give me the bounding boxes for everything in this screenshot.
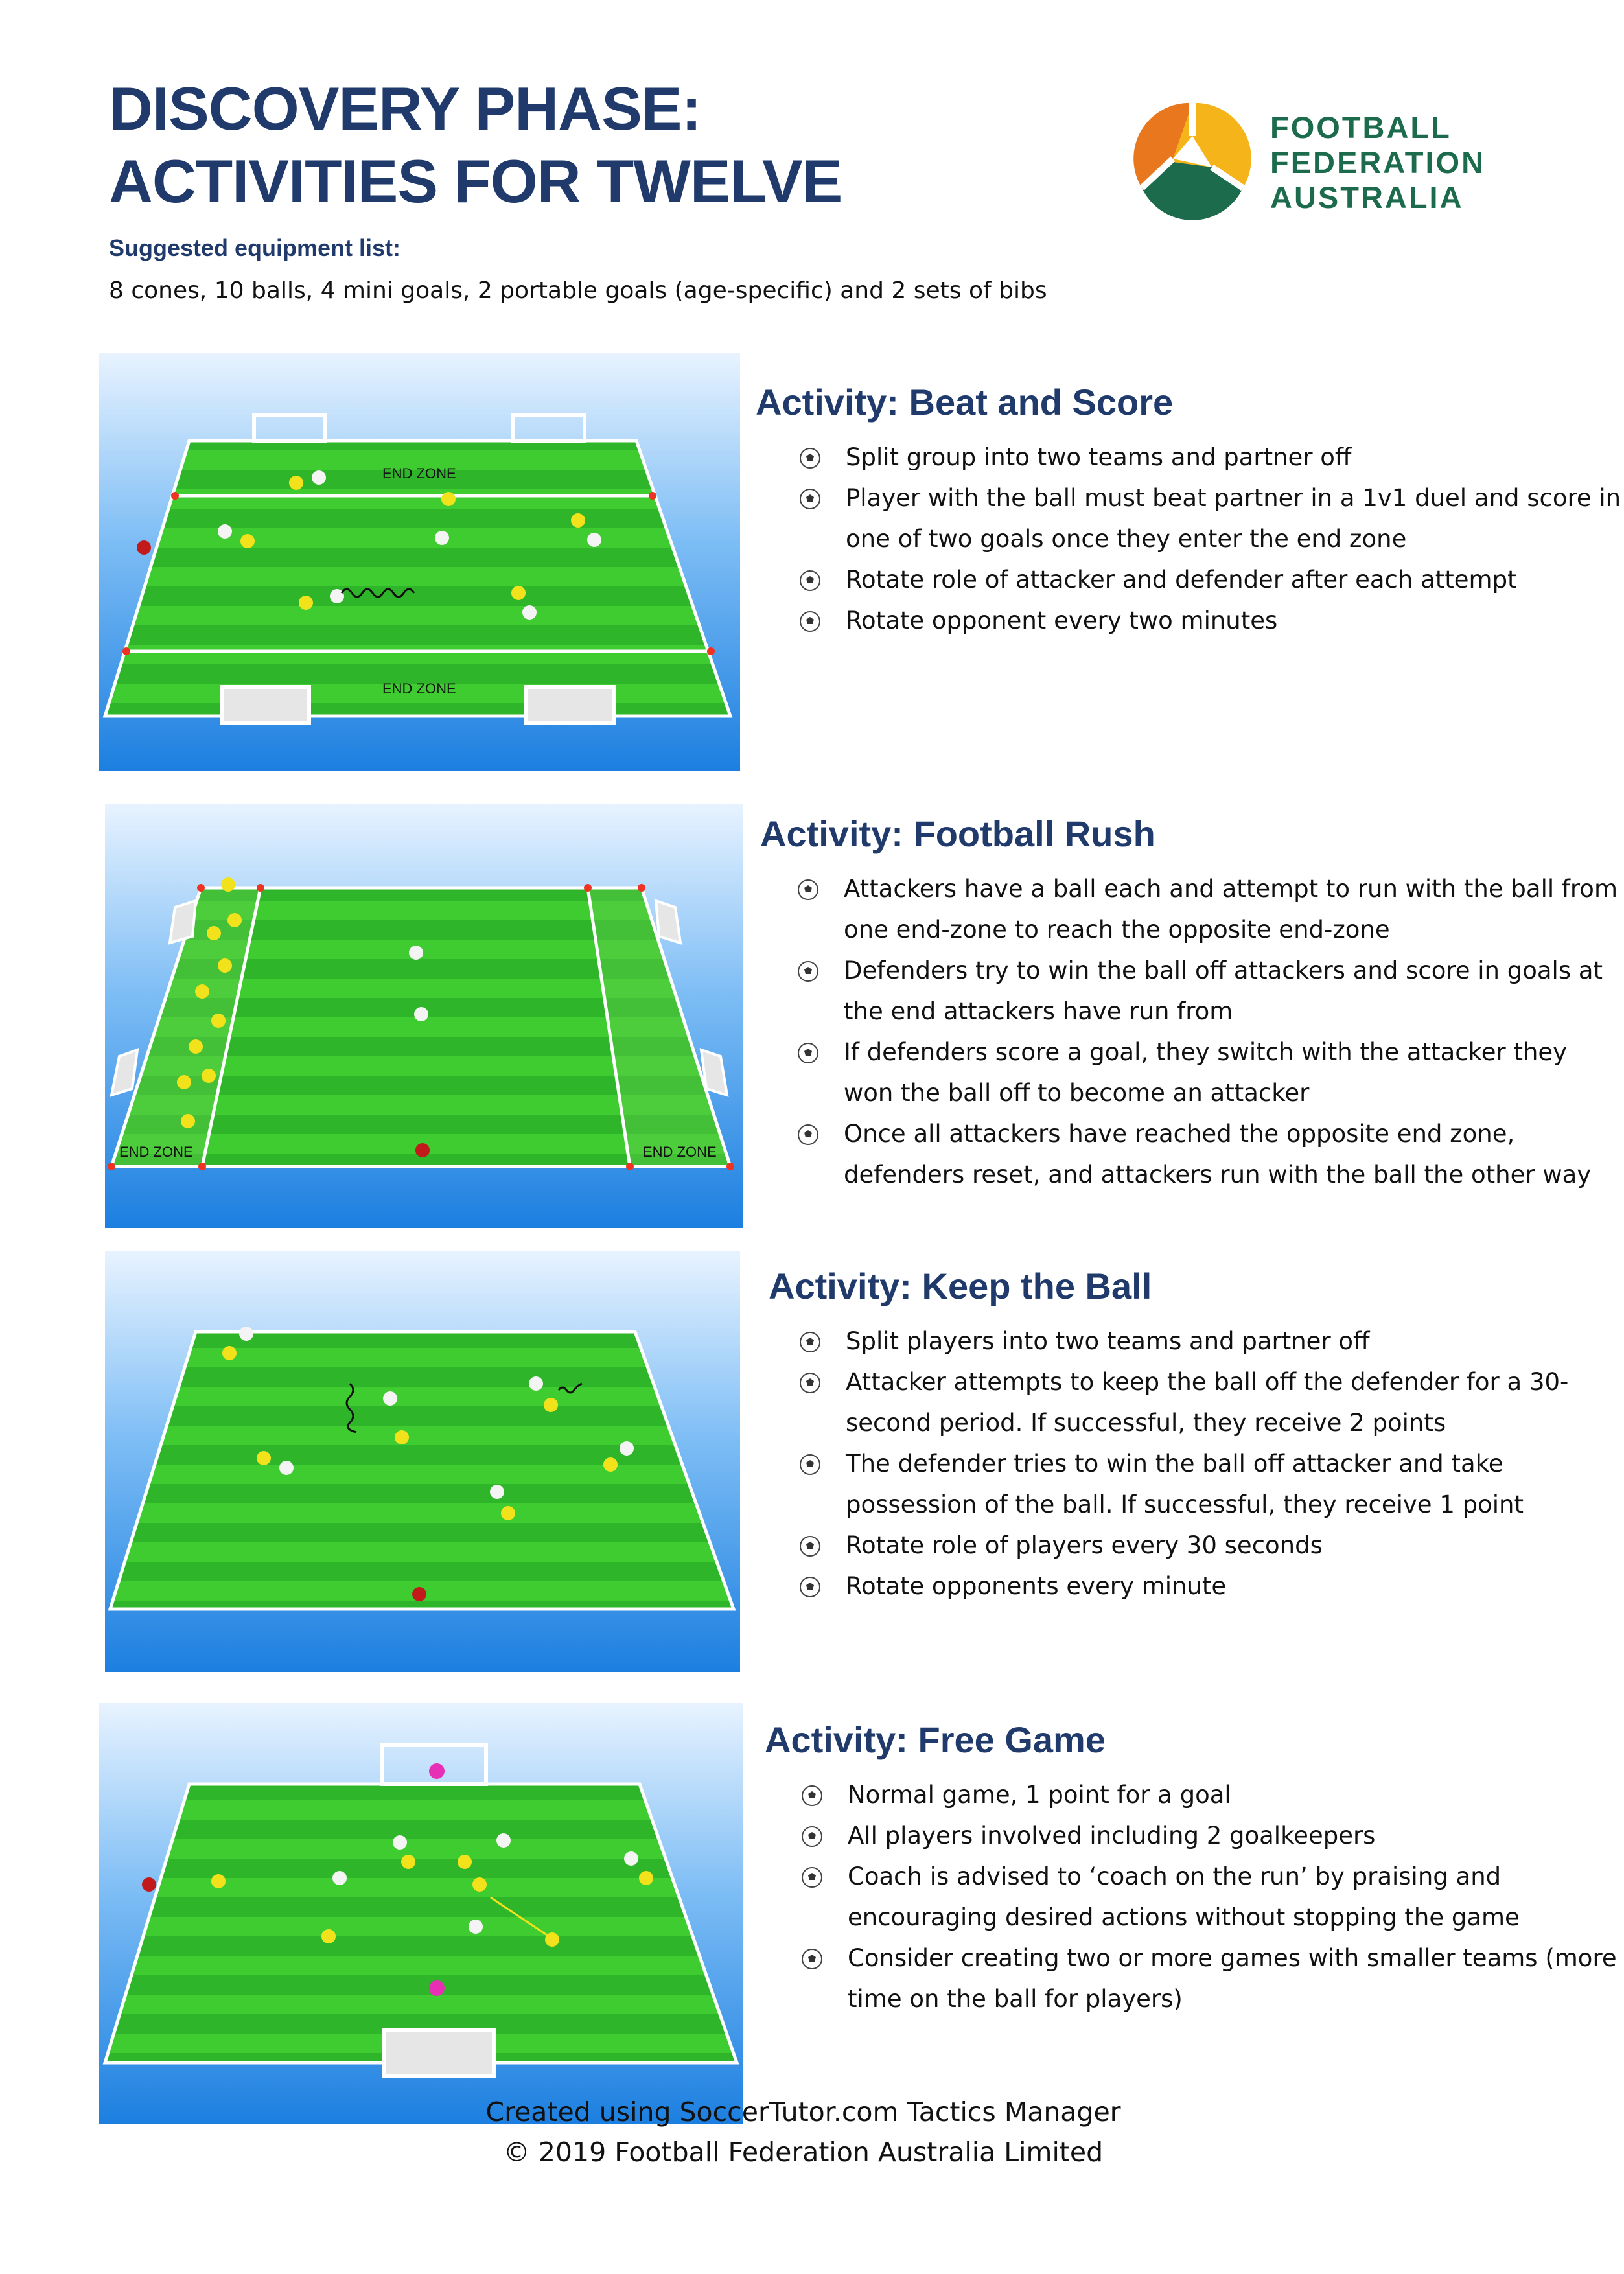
bullet-text: Split players into two teams and partner… — [846, 1327, 1370, 1355]
list-item: Attackers have a ball each and attempt t… — [797, 868, 1620, 950]
bullets-keep-the-ball: Split players into two teams and partner… — [799, 1321, 1622, 1607]
list-item: Attacker attempts to keep the ball off t… — [799, 1362, 1622, 1443]
soccer-ball-icon — [800, 448, 820, 469]
bullets-free-game: Normal game, 1 point for a goal All play… — [801, 1774, 1624, 2019]
bullet-text: Rotate opponents every minute — [846, 1572, 1227, 1600]
end-zone-label-bottom: END ZONE — [382, 680, 456, 697]
activity-title-keep-the-ball: Activity: Keep the Ball — [769, 1266, 1152, 1306]
ffa-wordmark: FOOTBALL FEDERATION AUSTRALIA — [1270, 110, 1485, 215]
bullet-text: Once all attackers have reached the oppo… — [844, 1120, 1592, 1189]
bullet-text: Attacker attempts to keep the ball off t… — [846, 1368, 1569, 1437]
list-item: Normal game, 1 point for a goal — [801, 1774, 1624, 1815]
bullet-text: If defenders score a goal, they switch w… — [844, 1038, 1568, 1107]
list-item: The defender tries to win the ball off a… — [799, 1443, 1622, 1525]
bullet-text: Rotate role of attacker and defender aft… — [846, 566, 1517, 594]
defenders-group — [409, 946, 428, 1021]
equipment-heading: Suggested equipment list: — [109, 235, 401, 261]
bullet-text: Consider creating two or more games with… — [848, 1944, 1617, 2013]
list-item: Defenders try to win the ball off attack… — [797, 950, 1620, 1032]
list-item: Once all attackers have reached the oppo… — [797, 1113, 1620, 1195]
bullet-text: Split group into two teams and partner o… — [846, 443, 1352, 471]
activity-title-football-rush: Activity: Football Rush — [760, 813, 1155, 854]
bullet-text: Attackers have a ball each and attempt t… — [844, 875, 1618, 944]
list-item: Rotate opponent every two minutes — [799, 600, 1622, 641]
list-item: Rotate role of attacker and defender aft… — [799, 559, 1622, 600]
soccer-ball-icon — [800, 1577, 820, 1597]
logo-line-3: AUSTRALIA — [1270, 180, 1464, 215]
soccer-ball-icon — [800, 1454, 820, 1475]
bullet-text: Normal game, 1 point for a goal — [848, 1781, 1231, 1809]
diagram-football-rush: END ZONE END ZONE — [105, 804, 743, 1228]
soccer-ball-icon — [798, 1124, 818, 1145]
soccer-ball-icon — [802, 1785, 822, 1806]
players-group — [222, 1327, 634, 1601]
footer-credit: Created using SoccerTutor.com Tactics Ma… — [485, 2096, 1121, 2128]
bullet-text: Rotate role of players every 30 seconds — [846, 1531, 1323, 1559]
bullet-text: All players involved including 2 goalkee… — [848, 1822, 1376, 1850]
title-line-1: DISCOVERY PHASE: — [109, 75, 702, 143]
logo-line-1: FOOTBALL — [1270, 110, 1452, 145]
soccer-ball-icon — [798, 1043, 818, 1063]
end-zone-label-right: END ZONE — [643, 1144, 717, 1160]
list-item: If defenders score a goal, they switch w… — [797, 1032, 1620, 1113]
bullets-football-rush: Attackers have a ball each and attempt t… — [797, 868, 1620, 1195]
activity-title-beat-and-score: Activity: Beat and Score — [756, 382, 1174, 423]
list-item: All players involved including 2 goalkee… — [801, 1815, 1624, 1856]
soccer-ball-icon — [800, 1373, 820, 1393]
attackers-group — [177, 877, 242, 1128]
soccer-ball-icon — [800, 1536, 820, 1557]
bullets-beat-and-score: Split group into two teams and partner o… — [799, 437, 1622, 641]
list-item: Consider creating two or more games with… — [801, 1938, 1624, 2019]
soccer-ball-icon — [802, 1949, 822, 1969]
list-item: Rotate role of players every 30 seconds — [799, 1525, 1622, 1566]
footer-copyright: © 2019 Football Federation Australia Lim… — [503, 2137, 1104, 2168]
soccer-ball-icon — [800, 611, 820, 632]
page-footer: Created using SoccerTutor.com Tactics Ma… — [0, 2092, 1607, 2172]
soccer-ball-icon — [798, 879, 818, 900]
soccer-ball-icon — [802, 1826, 822, 1847]
bullet-text: Coach is advised to ‘coach on the run’ b… — [848, 1862, 1520, 1931]
soccer-ball-icon — [798, 961, 818, 982]
equipment-text: 8 cones, 10 balls, 4 mini goals, 2 porta… — [109, 277, 1047, 304]
title-line-2: ACTIVITIES FOR TWELVE — [109, 147, 842, 215]
diagram-keep-the-ball — [105, 1251, 740, 1672]
list-item: Player with the ball must beat partner i… — [799, 478, 1622, 559]
soccer-ball-icon — [800, 1332, 820, 1352]
bullet-text: Player with the ball must beat partner i… — [846, 484, 1621, 553]
logo-line-2: FEDERATION — [1270, 145, 1486, 180]
activity-title-free-game: Activity: Free Game — [765, 1719, 1106, 1760]
list-item: Rotate opponents every minute — [799, 1566, 1622, 1607]
soccer-ball-icon — [802, 1867, 822, 1888]
ffa-logo — [1128, 97, 1516, 220]
soccer-ball-icon — [800, 570, 820, 591]
players-group — [137, 470, 601, 620]
list-item: Coach is advised to ‘coach on the run’ b… — [801, 1856, 1624, 1938]
diagram-free-game — [99, 1703, 743, 2124]
soccer-ball-icon — [800, 489, 820, 509]
bullet-text: Defenders try to win the ball off attack… — [844, 957, 1603, 1025]
end-zone-label-top: END ZONE — [382, 465, 456, 481]
diagram-beat-and-score: END ZONE END ZONE — [99, 353, 740, 771]
ffa-emblem-icon — [1133, 102, 1251, 220]
bullet-text: The defender tries to win the ball off a… — [846, 1450, 1524, 1518]
page-title: DISCOVERY PHASE: ACTIVITIES FOR TWELVE — [109, 73, 842, 218]
list-item: Split players into two teams and partner… — [799, 1321, 1622, 1362]
end-zone-label-left: END ZONE — [119, 1144, 193, 1160]
list-item: Split group into two teams and partner o… — [799, 437, 1622, 478]
players-group — [142, 1763, 653, 1996]
bullet-text: Rotate opponent every two minutes — [846, 607, 1278, 634]
